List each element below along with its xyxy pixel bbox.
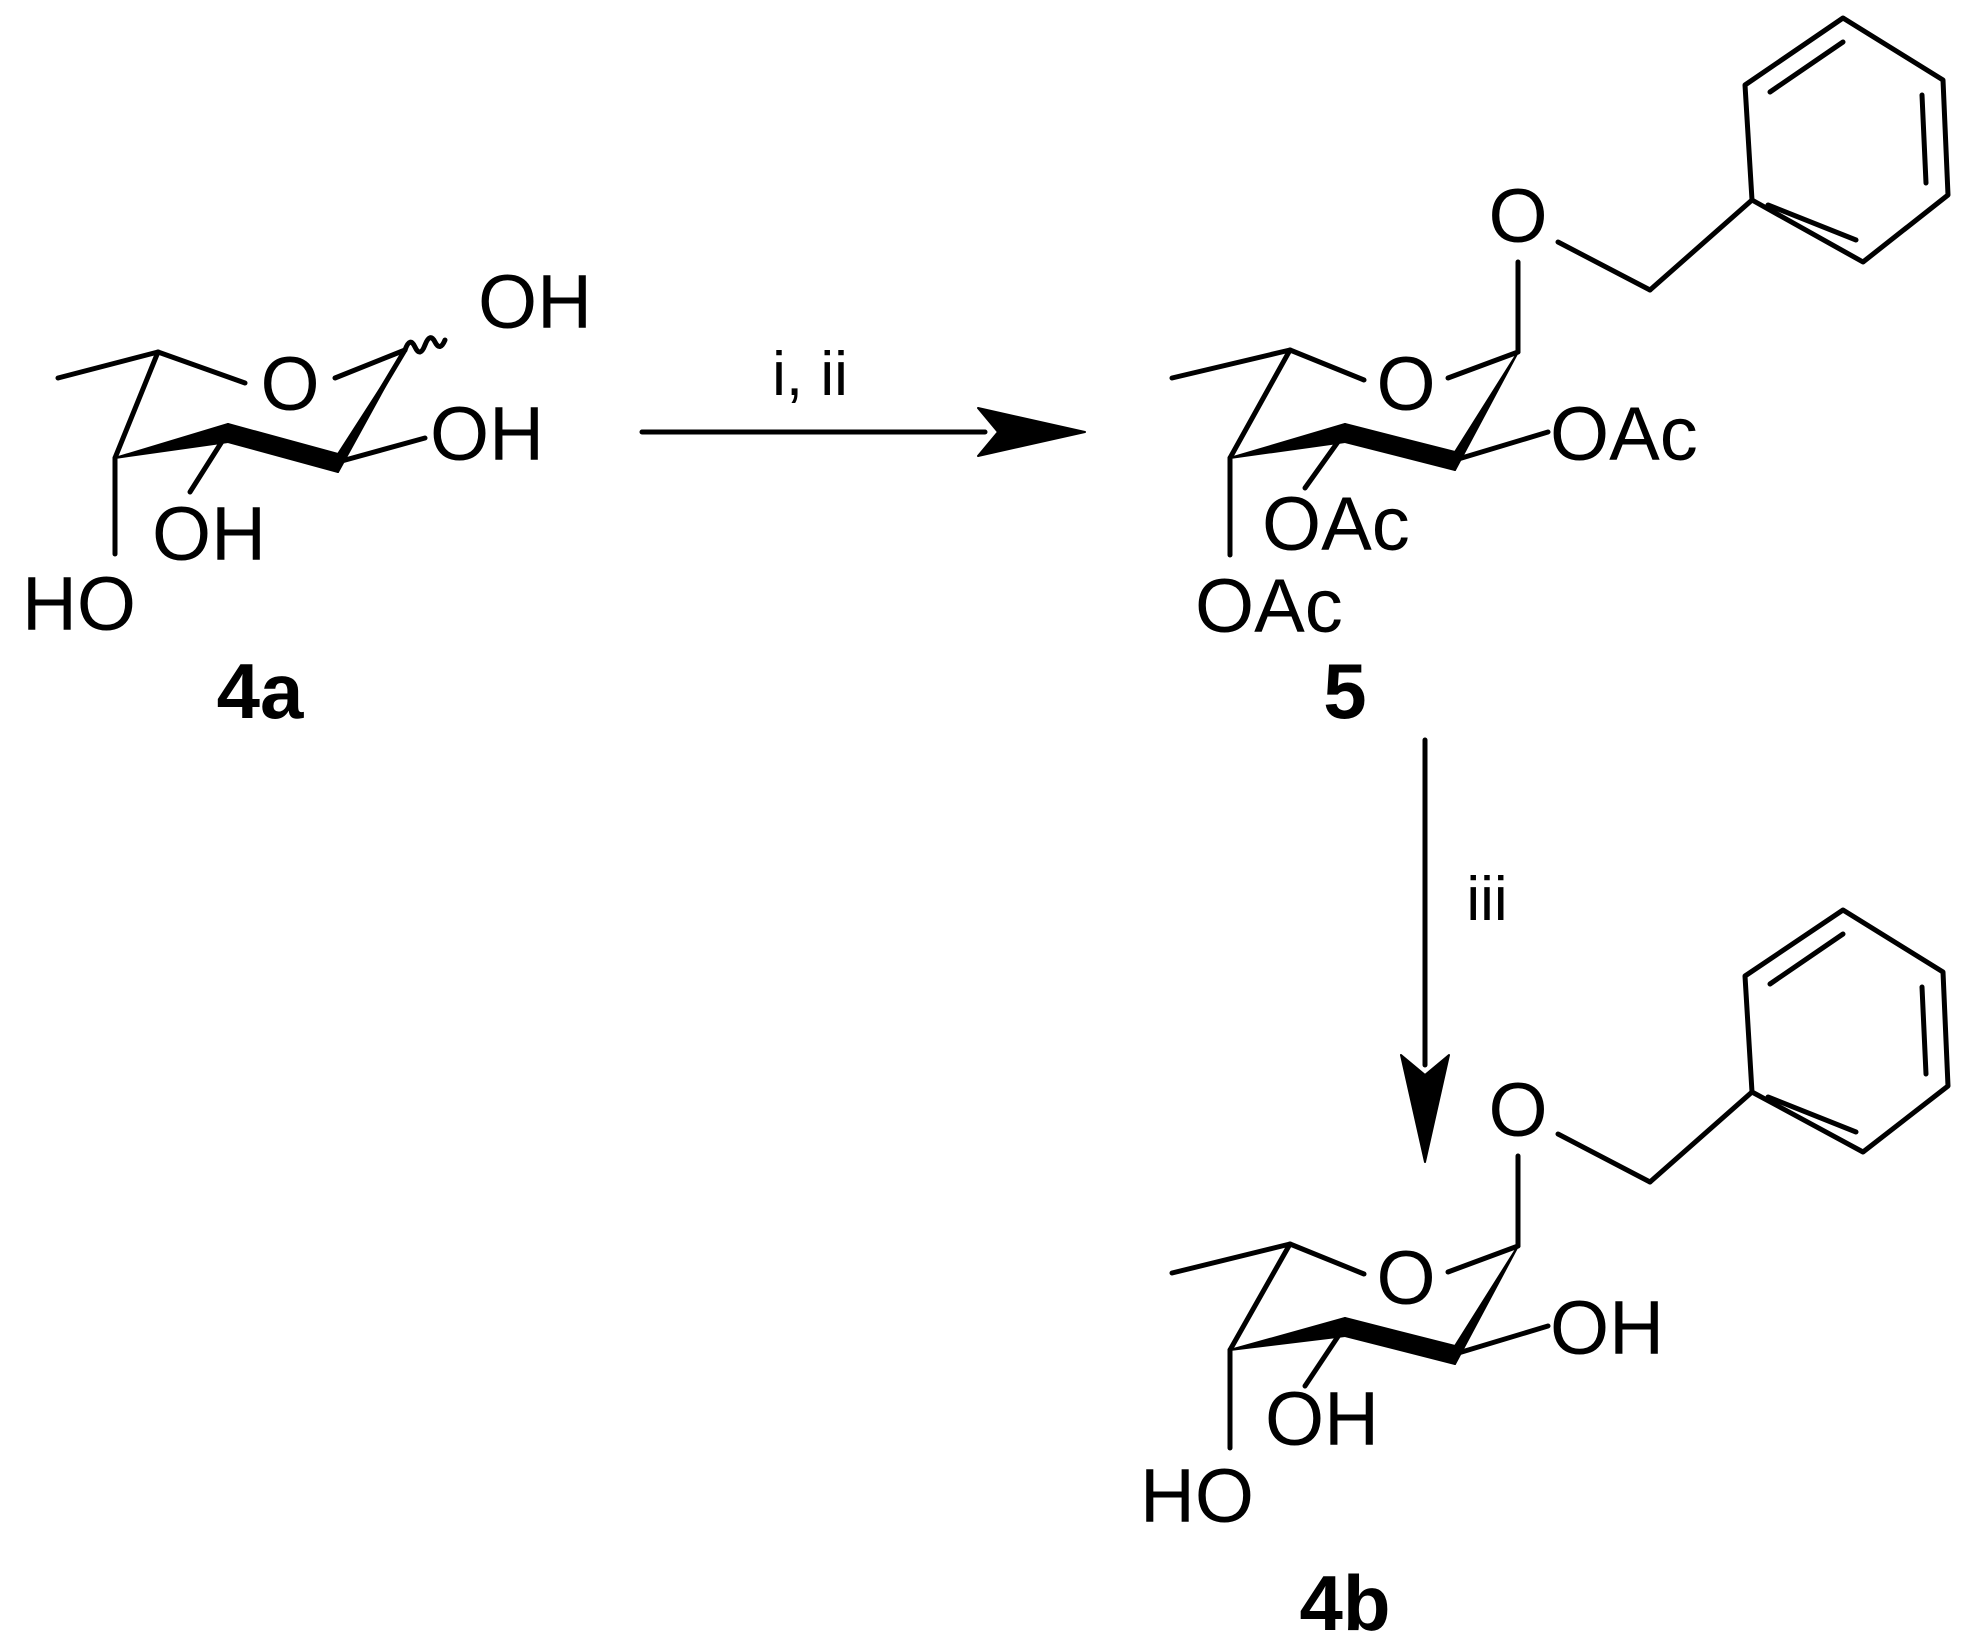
c2-acetate-5: OAc [1550, 392, 1698, 477]
anomeric-hydroxyl-4a: OH [478, 260, 592, 345]
ring-bond-c5-o [155, 349, 248, 386]
benzyl-oxygen-5: O [1488, 174, 1547, 259]
phenyl-inner-bond-c [1765, 202, 1859, 243]
c4-acetate-5: OAc [1195, 564, 1343, 649]
compound-5: O O OAc OAc OAc 5 [1169, 15, 1951, 735]
step2-conditions: iii [1466, 865, 1507, 934]
arrow-head-step1 [977, 407, 1086, 457]
phenyl-inner-bond-b [1919, 984, 1929, 1077]
c3-acetate-5: OAc [1262, 482, 1410, 567]
c2-hydroxyl-4a: OH [430, 392, 544, 477]
c4-hydroxyl-4b: HO [1140, 1454, 1254, 1539]
ring-oxygen-5: O [1376, 342, 1435, 427]
phenyl-inner-bond-a [1767, 931, 1846, 987]
bond-ch2-phenyl [1647, 1089, 1755, 1185]
ring-bond-c5-o [1287, 347, 1367, 383]
wavy-anomeric-bond [402, 335, 448, 355]
compound-4b-bonds [1169, 907, 1951, 1451]
ring-bond-c5-o [1287, 1241, 1367, 1277]
ring-oxygen-4a: O [260, 342, 319, 427]
compound-label-4a: 4a [217, 647, 304, 735]
compound-4a-bonds [55, 335, 448, 557]
ring-bond-c6-c5 [55, 349, 161, 381]
compound-label-5: 5 [1323, 647, 1366, 735]
ring-oxygen-4b: O [1376, 1236, 1435, 1321]
wedge-c1-c2 [1454, 1245, 1519, 1365]
bond-c2-oh [335, 435, 428, 465]
c2-hydroxyl-4b: OH [1550, 1286, 1664, 1371]
ring-bond-c5-c4 [112, 349, 161, 461]
reaction-arrow-step1: i, ii [639, 340, 1086, 457]
ring-bond-o-c1 [1445, 1243, 1521, 1275]
ring-bond-c6-c5 [1169, 347, 1293, 381]
ring-bond-c5-c4 [1227, 347, 1293, 461]
c4-hydroxyl-4a: HO [22, 562, 136, 647]
wedge-c1-c2 [1454, 351, 1519, 471]
compound-4a: O OH OH OH HO 4a [22, 260, 592, 735]
bond-c2-oh [1452, 1323, 1551, 1357]
c3-hydroxyl-4b: OH [1265, 1377, 1379, 1462]
compound-4b: O O OH OH HO 4b [1140, 907, 1951, 1647]
compound-5-bonds [1169, 15, 1951, 558]
ring-bond-o-c1 [332, 347, 408, 381]
compound-label-4b: 4b [1299, 1559, 1390, 1647]
ring-bond-c5-c4 [1227, 1241, 1293, 1353]
wedge-c4-c3 [114, 423, 229, 459]
c3-hydroxyl-4a: OH [152, 492, 266, 577]
bond-o-ch2 [1555, 1131, 1653, 1185]
step1-conditions: i, ii [772, 340, 848, 409]
phenyl-inner-bond-b [1919, 92, 1929, 186]
wedge-c3-c2 [227, 423, 339, 473]
arrow-head-step2 [1400, 1054, 1450, 1163]
phenyl-ring [1742, 907, 1951, 1155]
reaction-arrow-step2: iii [1400, 737, 1508, 1163]
wedge-c1-c2 [337, 349, 406, 473]
bond-o-ch2 [1555, 239, 1653, 293]
wedge-c3-c2 [1344, 1317, 1456, 1365]
phenyl-inner-bond-c [1765, 1094, 1859, 1135]
ring-bond-o-c1 [1445, 349, 1521, 381]
bond-ch2-phenyl [1647, 197, 1755, 293]
benzyl-oxygen-4b: O [1488, 1068, 1547, 1153]
ring-bond-c6-c5 [1169, 1241, 1293, 1276]
bond-c2-oac [1452, 429, 1551, 463]
wedge-c3-c2 [1344, 423, 1456, 471]
phenyl-ring [1742, 15, 1951, 265]
phenyl-inner-bond-a [1767, 39, 1846, 95]
